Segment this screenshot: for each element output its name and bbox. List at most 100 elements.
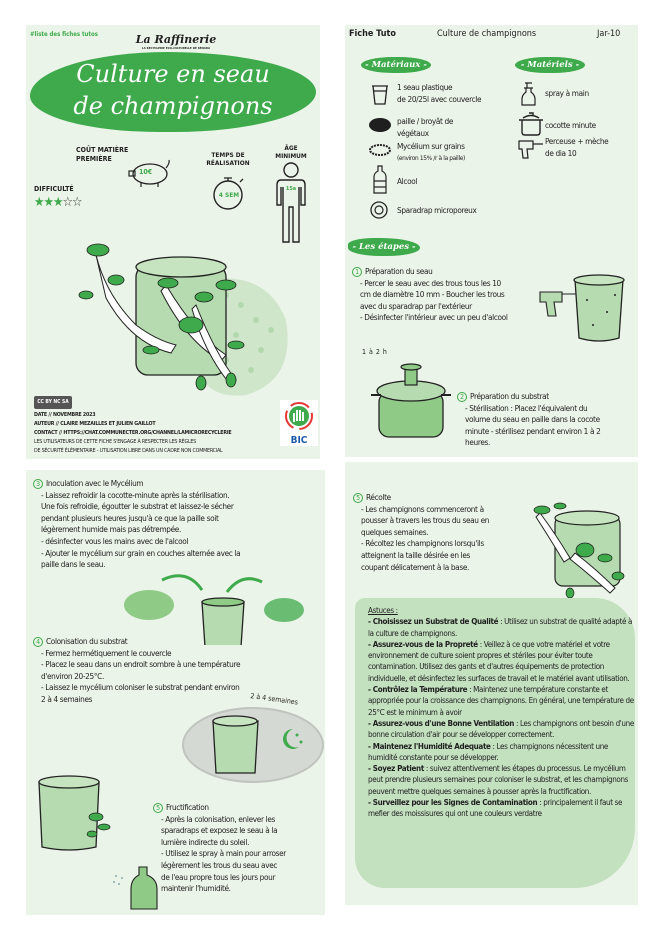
step-line: avec du sparadrap par l'extérieur xyxy=(360,300,472,311)
tip-item: - Contrôlez la Température : Maintenez u… xyxy=(368,684,634,718)
disclaimer-line2: de sécurité élémentaire - utilisation li… xyxy=(34,448,223,454)
time-label-line1: Temps de xyxy=(211,151,245,159)
equipment-item-drill: Perceuse + mèche de dia 10 xyxy=(545,136,609,159)
pressure-cooker-illustration xyxy=(371,363,451,438)
spray-icon xyxy=(521,82,536,106)
step-line: - Récoltez les champignons lorsqu'ils xyxy=(361,538,484,549)
equipment-item-cooker: cocotte minute xyxy=(545,120,596,130)
credits: Date // Novembre 2023 Auteur // Claire M… xyxy=(34,411,232,456)
step-line: - Ajouter le mycélium sur grain en couch… xyxy=(41,547,241,558)
material-item-mycelium: Mycélium sur grains (environ 15% /r à la… xyxy=(397,141,465,164)
cost-label: Coût matière première xyxy=(76,146,128,164)
time-label: Temps de réalisation xyxy=(198,151,258,167)
stopwatch-icon xyxy=(213,177,244,210)
step-line: volume du seau en paille dans la cocote xyxy=(465,414,600,425)
credit-date: Date // Novembre 2023 xyxy=(34,412,96,418)
star-empty-icon: ☆ xyxy=(72,195,82,210)
equipment-label: Perceuse + mèche xyxy=(545,136,609,146)
material-item-straw: paille / broyât de végétaux xyxy=(397,116,453,139)
tip-text: : Veillez à ce que votre matériel et vot… xyxy=(368,639,630,683)
age-label-line2: minimum xyxy=(275,152,307,160)
mycelium-icon xyxy=(369,144,391,156)
tip-text: : suivez attentivement les étapes du pro… xyxy=(368,764,629,796)
step-line: maintenir l'humidité. xyxy=(161,883,231,894)
tip-item: - Surveillez pour les Signes de Contamin… xyxy=(368,797,634,820)
step-line: - Après la colonisation, enlever les xyxy=(161,813,275,824)
tip-item: - Choisissez un Substrat de Qualité : Ut… xyxy=(368,616,634,639)
tip-text: : principalement il faut se mefier des m… xyxy=(368,798,623,819)
step-title: Colonisation du substrat xyxy=(46,636,128,646)
star-filled-icon: ★ xyxy=(43,195,54,210)
disclaimer-line1: Les utilisateurs de cette fiche s'engage… xyxy=(34,439,197,445)
cost-value: 10€ xyxy=(139,168,153,176)
step-title: Fructification xyxy=(166,802,209,812)
step-line: quelques semaines. xyxy=(361,526,429,537)
material-label-2: (environ 15% /r à la paille) xyxy=(397,153,465,162)
step-title: Préparation du substrat xyxy=(470,391,549,401)
credit-contact-link[interactable]: Contact // https://chat.communecter.org/… xyxy=(34,430,232,436)
tip-heading: - Maintenez l'Humidité Adequate xyxy=(368,741,491,751)
tip-text: : Les champignons nécessitent une humidi… xyxy=(368,741,609,762)
age-label-line1: Âge xyxy=(284,144,298,152)
step-line: légèrement les trous du seau avec xyxy=(161,859,278,870)
tip-heading: - Choisissez un Substrat de Qualité xyxy=(368,617,499,627)
sheet-code: Jar-10 xyxy=(597,29,621,39)
hand-logo-icon xyxy=(285,402,313,430)
step-line: sparadraps et exposez le seau à la xyxy=(161,825,278,836)
step-line: - Les champignons commenceront à xyxy=(361,503,484,514)
step-number-badge: 4 xyxy=(33,637,43,647)
title-banner xyxy=(30,52,316,132)
material-item-bucket: 1 seau plastique de 20/25l avec couvercl… xyxy=(397,82,482,105)
tutorial-list-tag[interactable]: #liste des fiches tutos xyxy=(30,31,98,38)
step-number-badge: 5 xyxy=(353,493,363,503)
tip-text: : Les champignons ont besoin d'une bonne… xyxy=(368,718,634,740)
difficulty-stars: ★★★☆☆ xyxy=(34,196,82,209)
step-line: 2 à 4 semaines xyxy=(41,693,93,704)
step-number-badge: 1 xyxy=(352,267,362,277)
equipment-item-spray: spray à main xyxy=(545,88,589,98)
cooking-duration: 1 à 2 h xyxy=(362,348,388,356)
page-title: Culture en seau de champignons xyxy=(30,58,316,122)
step-number-badge: 2 xyxy=(457,392,467,402)
tip-heading: - Assurez-vous d'une Bonne Ventilation xyxy=(368,718,515,728)
step-line: - Placez le seau dans un endroit sombre … xyxy=(41,659,241,670)
step-line: - Laissez refroidir la cocotte-minute ap… xyxy=(41,489,230,500)
tip-heading: - Surveillez pour les Signes de Contamin… xyxy=(368,798,538,808)
material-item-tape: Sparadrap microporeux xyxy=(397,205,477,215)
step-title: Préparation du seau xyxy=(365,266,433,276)
step-line: - Désinfecter l'intérieur avec un peu d'… xyxy=(360,312,508,323)
step-line: pousser à travers les trous du seau en xyxy=(361,515,490,526)
license-text: CC BY NC SA xyxy=(37,399,69,405)
cost-label-line1: Coût matière xyxy=(76,146,129,154)
step-line: coupant délicatement à la base. xyxy=(361,561,470,572)
materials-page: Fiche Tuto Culture de champignons Jar-10… xyxy=(345,25,638,457)
materiaux-heading: - Matériaux - xyxy=(361,57,431,73)
fructification-illustration xyxy=(38,775,158,910)
tip-item: - Soyez Patient : suivez attentivement l… xyxy=(368,763,634,797)
title-line-1: Culture en seau xyxy=(76,60,270,88)
material-item-alcohol: Alcool xyxy=(397,176,418,186)
tip-heading: - Contrôlez la Température xyxy=(368,685,468,695)
step-title: Inoculation avec le Mycélium xyxy=(46,478,144,488)
license-badge[interactable]: CC BY NC SA xyxy=(34,396,72,409)
drill-icon xyxy=(518,140,543,159)
difficulty-label: Difficulté xyxy=(34,185,74,193)
time-value: 4 SEM xyxy=(218,191,240,199)
step-line: - Stérilisation : Placez l'équivalent du xyxy=(465,402,588,413)
step-line: heures. xyxy=(465,437,490,448)
time-label-line2: réalisation xyxy=(206,159,250,167)
dark-storage-illustration xyxy=(182,707,324,783)
step-line: - Percer le seau avec des trous tous les… xyxy=(360,277,501,288)
tips-section: Astuces : - Choisissez un Substrat de Qu… xyxy=(368,605,634,820)
step-line: Une fois refroidie, égoutter le substrat… xyxy=(41,501,234,512)
step-line: pendant plusieurs heures jusqu'à ce que … xyxy=(41,512,219,523)
tip-heading: - Assurez-vous de la Propreté xyxy=(368,639,478,649)
step-number-badge: 3 xyxy=(33,479,43,489)
step-line: d'environ 20-25°C. xyxy=(41,670,104,681)
tips-title: Astuces : xyxy=(368,606,398,615)
